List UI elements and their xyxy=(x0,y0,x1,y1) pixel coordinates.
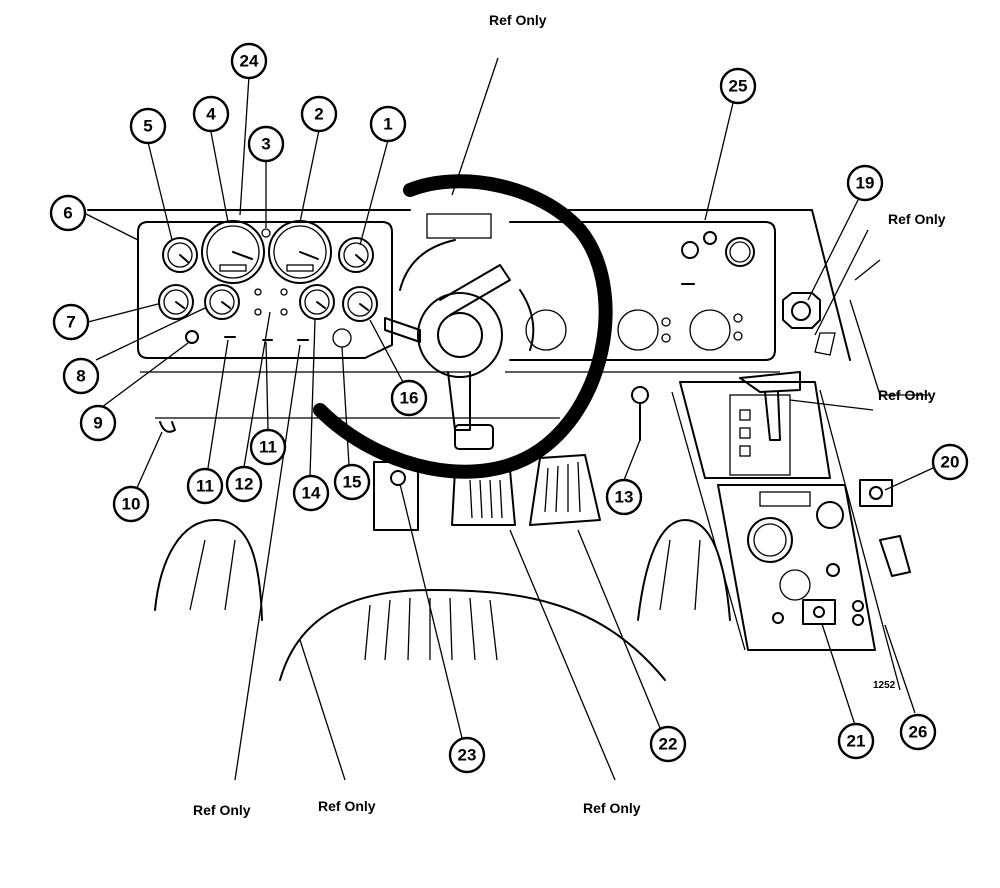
figure-number: 1252 xyxy=(873,680,896,691)
callout-21-label: 21 xyxy=(847,732,866,751)
callout-22: 22 xyxy=(649,725,687,763)
callout-6: 6 xyxy=(49,194,87,232)
ref-label-bottom-mid-left: Ref Only xyxy=(318,798,376,814)
indicator-lights-12 xyxy=(254,288,288,316)
gauge-14 xyxy=(299,284,335,320)
dash-outline xyxy=(87,209,930,691)
leader-lines xyxy=(83,57,934,781)
brake-pedal xyxy=(451,469,516,526)
gauge-16 xyxy=(342,286,378,322)
callout-9: 9 xyxy=(79,404,117,442)
steering-wheel xyxy=(313,174,613,479)
callout-10-label: 10 xyxy=(122,495,141,514)
callout-2-label: 2 xyxy=(314,105,323,124)
knob-10 xyxy=(159,421,176,433)
callout-26: 26 xyxy=(899,713,937,751)
callout-10: 10 xyxy=(112,485,150,523)
gauge-8 xyxy=(204,284,240,320)
gauge-5 xyxy=(162,237,198,273)
callout-15-label: 15 xyxy=(343,473,362,492)
callout-24-label: 24 xyxy=(240,52,259,71)
callout-22-label: 22 xyxy=(659,735,678,754)
callout-20-label: 20 xyxy=(941,453,960,472)
dimmer-switch-23 xyxy=(373,461,419,531)
right-instrument-panel xyxy=(426,213,776,361)
callout-4-label: 4 xyxy=(206,105,216,124)
callout-23: 23 xyxy=(448,736,486,774)
ref-labels: Ref Only Ref Only Ref Only Ref Only Ref … xyxy=(193,12,946,818)
callout-11b: 11 xyxy=(249,428,287,466)
callouts: 1 2 3 4 5 6 7 8 9 10 11 11 12 13 14 15 1… xyxy=(49,42,969,774)
callout-25: 25 xyxy=(719,67,757,105)
ref-label-bottom-mid: Ref Only xyxy=(583,800,641,816)
callout-9-label: 9 xyxy=(93,414,102,433)
ref-label-right-mid: Ref Only xyxy=(878,387,936,403)
callout-2: 2 xyxy=(300,95,338,133)
gauge-2 xyxy=(268,220,332,284)
callout-4: 4 xyxy=(192,95,230,133)
callout-26-label: 26 xyxy=(909,723,928,742)
callout-15: 15 xyxy=(333,463,371,501)
callout-1-label: 1 xyxy=(383,115,392,134)
gauge-4 xyxy=(201,220,265,284)
callout-3: 3 xyxy=(247,125,285,163)
panel-switches xyxy=(185,330,309,344)
key-switch-13 xyxy=(631,386,649,441)
callout-16: 16 xyxy=(390,379,428,417)
callout-14: 14 xyxy=(292,474,330,512)
callout-1: 1 xyxy=(369,105,407,143)
switch-20 xyxy=(859,479,893,507)
callout-23-label: 23 xyxy=(458,746,477,765)
callout-8-label: 8 xyxy=(76,367,85,386)
callout-5-label: 5 xyxy=(143,117,152,136)
callout-14-label: 14 xyxy=(302,484,321,503)
callout-16-label: 16 xyxy=(400,389,419,408)
accelerator-pedal-22 xyxy=(529,454,601,526)
callout-5: 5 xyxy=(129,107,167,145)
ref-label-bottom-left: Ref Only xyxy=(193,802,251,818)
ref-label-right-upper: Ref Only xyxy=(888,211,946,227)
indicator-3 xyxy=(261,228,271,238)
callout-20: 20 xyxy=(931,443,969,481)
callout-19: 19 xyxy=(846,164,884,202)
callout-6-label: 6 xyxy=(63,204,72,223)
callout-7: 7 xyxy=(52,303,90,341)
callout-25-label: 25 xyxy=(729,77,748,96)
callout-24: 24 xyxy=(230,42,268,80)
center-console xyxy=(679,371,911,651)
callout-11b-label: 11 xyxy=(259,438,277,457)
callout-12: 12 xyxy=(225,465,263,503)
callout-13-label: 13 xyxy=(615,488,634,507)
callout-7-label: 7 xyxy=(66,313,75,332)
callout-21: 21 xyxy=(837,722,875,760)
gauge-7 xyxy=(158,284,194,320)
ignition-switch-19 xyxy=(782,292,836,356)
callout-3-label: 3 xyxy=(261,135,270,154)
callout-11a: 11 xyxy=(186,467,224,505)
left-instrument-panel xyxy=(137,220,393,359)
gauge-1 xyxy=(338,237,374,273)
seats xyxy=(154,519,731,681)
connector-26 xyxy=(879,535,911,577)
callout-12-label: 12 xyxy=(235,475,254,494)
callout-8: 8 xyxy=(62,357,100,395)
button-15 xyxy=(332,328,352,348)
ref-label-top: Ref Only xyxy=(489,12,547,28)
callout-13: 13 xyxy=(605,478,643,516)
callout-11a-label: 11 xyxy=(196,477,214,496)
callout-19-label: 19 xyxy=(856,174,875,193)
